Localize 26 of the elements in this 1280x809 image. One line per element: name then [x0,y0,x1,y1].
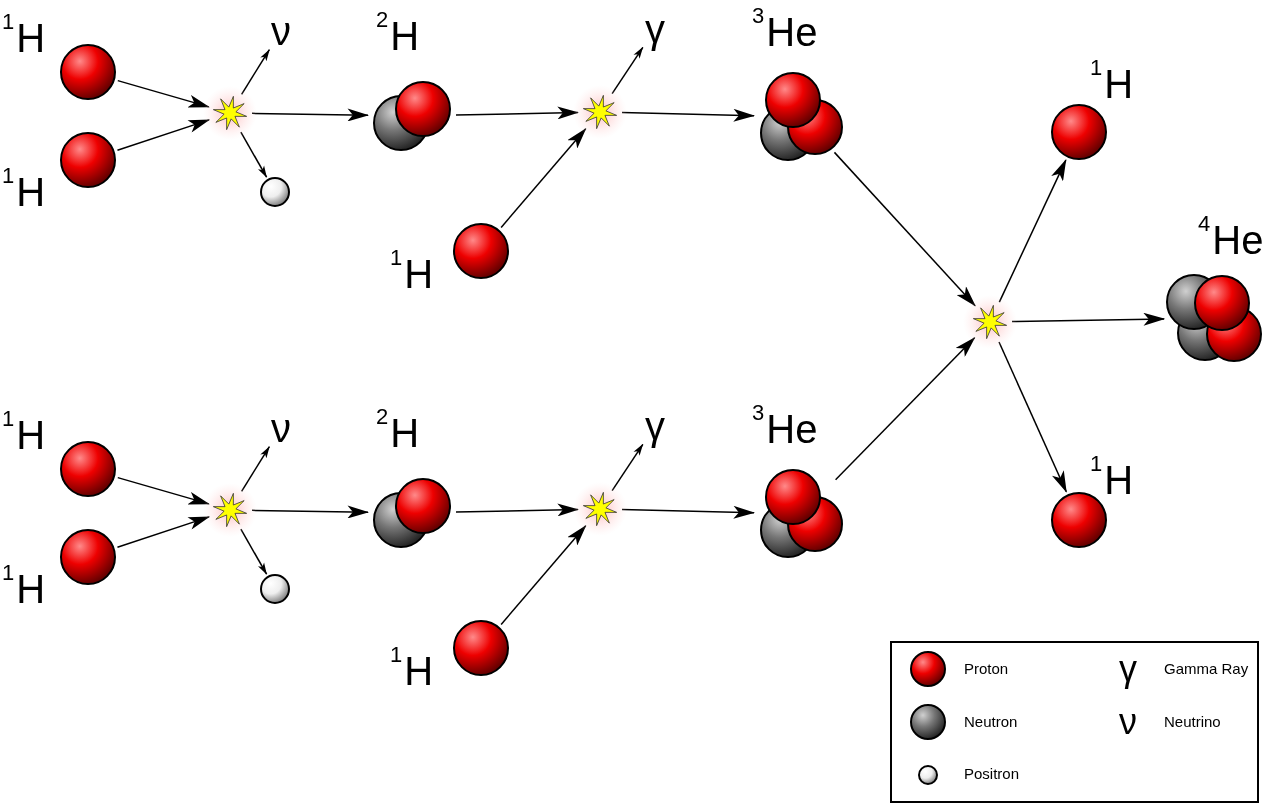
legend-symbol: γ [1119,651,1137,688]
proton-sphere [1050,491,1108,549]
legend-label: Neutron [964,711,1018,732]
positron-sphere [260,574,290,604]
positron-sphere [260,177,290,207]
legend-label: Positron [964,764,1020,785]
neutrino-symbol: ν [266,405,296,451]
proton-sphere [452,619,510,677]
legend-label: Proton [964,659,1009,680]
legend-label: Gamma Ray [1164,659,1249,680]
proton-sphere [452,222,510,280]
proton-sphere [59,43,117,101]
legend-symbol: ν [1119,704,1137,740]
helium-3-nucleus [759,71,845,163]
gamma-ray-symbol: γ [640,403,670,449]
helium-3-nucleus [759,468,845,560]
gamma-ray-symbol: γ [640,6,670,52]
deuterium-nucleus [372,477,452,549]
proton-sphere [59,528,117,586]
proton-sphere [59,440,117,498]
proton-sphere [59,131,117,189]
helium-4-nucleus [1165,273,1263,363]
proton-sphere [1050,103,1108,161]
neutrino-symbol: ν [266,8,296,54]
deuterium-nucleus [372,80,452,152]
legend-label: Neutrino [1164,711,1221,732]
